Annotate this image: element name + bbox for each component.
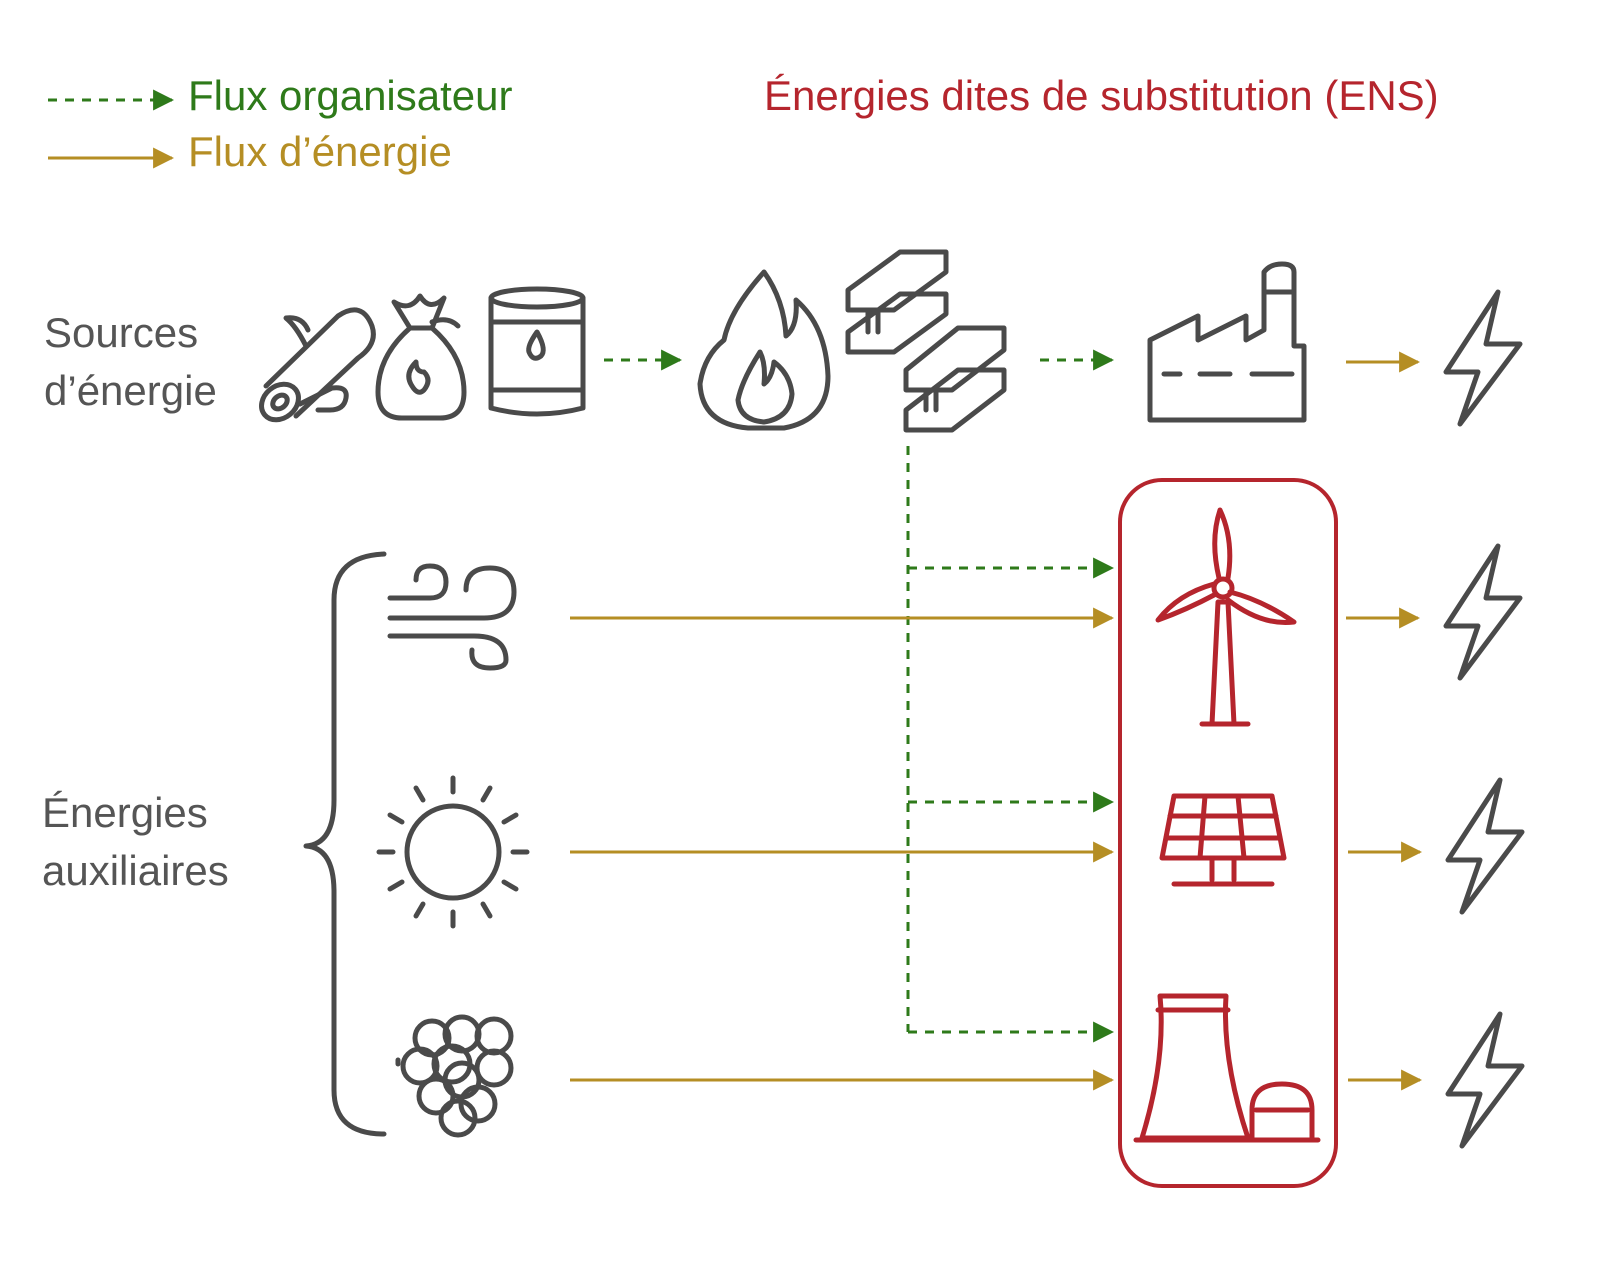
steel-beams-icon (845, 249, 1007, 433)
auxiliary-label-line1: Énergies (42, 789, 208, 836)
auxiliary-label-line2: auxiliaires (42, 847, 229, 894)
sources-label: Sources d’énergie (44, 304, 217, 420)
oil-barrel-icon (488, 286, 586, 417)
nuclear-plant-icon (1133, 993, 1321, 1143)
lightning-bolt-icon (1445, 1011, 1525, 1149)
legend-organizer-label: Flux organisateur (188, 72, 513, 119)
wood-logs-icon (259, 307, 376, 423)
legend-energy-label: Flux d’énergie (188, 128, 452, 175)
auxiliary-brace (303, 551, 387, 1137)
solar-panel-icon (1159, 793, 1287, 887)
lightning-bolt-icon (1443, 543, 1523, 681)
fire-icon (697, 269, 831, 431)
auxiliary-label: Énergies auxiliaires (42, 784, 229, 900)
atom-nucleus-icon (395, 1014, 514, 1138)
sun-icon (376, 775, 530, 929)
sources-label-line2: d’énergie (44, 367, 217, 414)
ens-title: Énergies dites de substitution (ENS) (764, 72, 1439, 119)
lightning-bolt-icon (1443, 289, 1523, 427)
wind-turbine-icon (1155, 507, 1297, 727)
factory-icon (1147, 261, 1307, 423)
wind-icon (387, 563, 517, 671)
ens-group-box (1118, 478, 1338, 1188)
lightning-bolt-icon (1445, 777, 1525, 915)
sources-label-line1: Sources (44, 309, 199, 356)
coal-bag-icon (375, 293, 467, 421)
